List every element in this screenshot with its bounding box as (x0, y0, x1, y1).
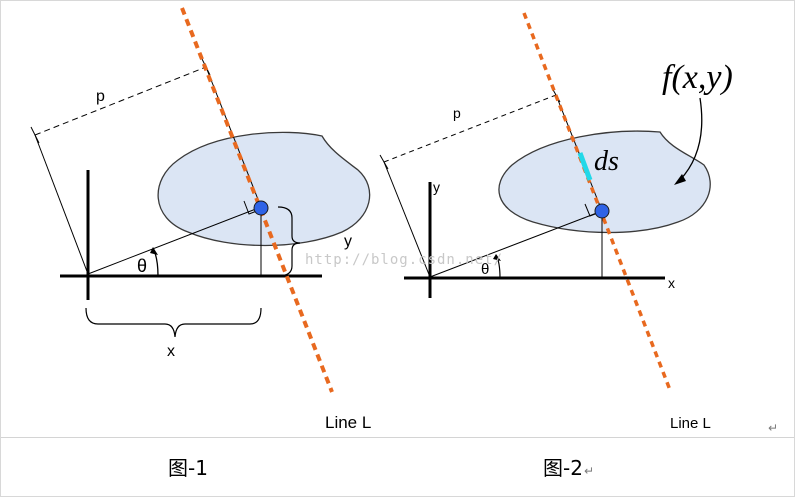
figure-1-caption: 图-1 (168, 452, 208, 481)
figure-1-caption-text: 图-1 (168, 456, 208, 480)
fig2-line-l (522, 12, 672, 391)
fig1-region (157, 131, 371, 247)
fig2-point (594, 203, 610, 219)
radon-transform-diagram: p θ x y Line L p (30, 7, 733, 432)
fig1-p-dashed (34, 66, 207, 136)
fig1-label-x: x (167, 343, 175, 360)
fig2-f-arrow (679, 97, 703, 181)
fig1-y-brace (277, 206, 301, 277)
fig2-p-dashed (383, 94, 557, 163)
fig2-label-ds: ds (594, 146, 619, 177)
caption-divider (1, 437, 794, 438)
fig2-label-y: y (433, 179, 440, 195)
figure-2-caption: 图-2↵ (543, 452, 594, 481)
fig1-theta-arrowhead (150, 247, 158, 255)
fig2-label-theta: θ (481, 261, 489, 278)
fig1-line-l (180, 7, 334, 393)
fig2-p-vector (429, 210, 603, 278)
fig2-label-p: p (453, 105, 461, 121)
fig1-label-theta: θ (137, 256, 147, 276)
fig2-projection-left (383, 161, 431, 278)
fig1-label-p: p (96, 88, 105, 105)
fig2-f-arrowhead (674, 174, 686, 185)
fig1-label-line-l: Line L (325, 413, 371, 432)
fig1-point (253, 200, 269, 216)
fig2-label-x: x (668, 275, 675, 291)
figure-2: p θ x y Line L ds f(x,y) (379, 12, 733, 432)
fig2-region (498, 130, 711, 234)
fig1-projection-left (34, 134, 89, 275)
fig1-label-y: y (344, 233, 352, 250)
fig2-label-line-l: Line L (670, 415, 711, 432)
paragraph-mark: ↵ (768, 421, 779, 435)
fig1-x-brace (85, 307, 262, 338)
fig2-label-f: f(x,y) (662, 59, 733, 96)
figure-2-caption-text: 图-2 (543, 456, 583, 480)
fig2-theta-arrowhead (493, 254, 501, 261)
watermark: http://blog.csdn.net/ (305, 252, 503, 268)
figure-1: p θ x y Line L (30, 7, 371, 432)
fig2-ds-segment (577, 152, 593, 181)
fig1-p-tick-a (30, 126, 40, 144)
fig1-p-vector (87, 206, 262, 275)
caption-paragraph-mark: ↵ (583, 464, 595, 478)
fig2-p-tick-a (379, 154, 389, 170)
